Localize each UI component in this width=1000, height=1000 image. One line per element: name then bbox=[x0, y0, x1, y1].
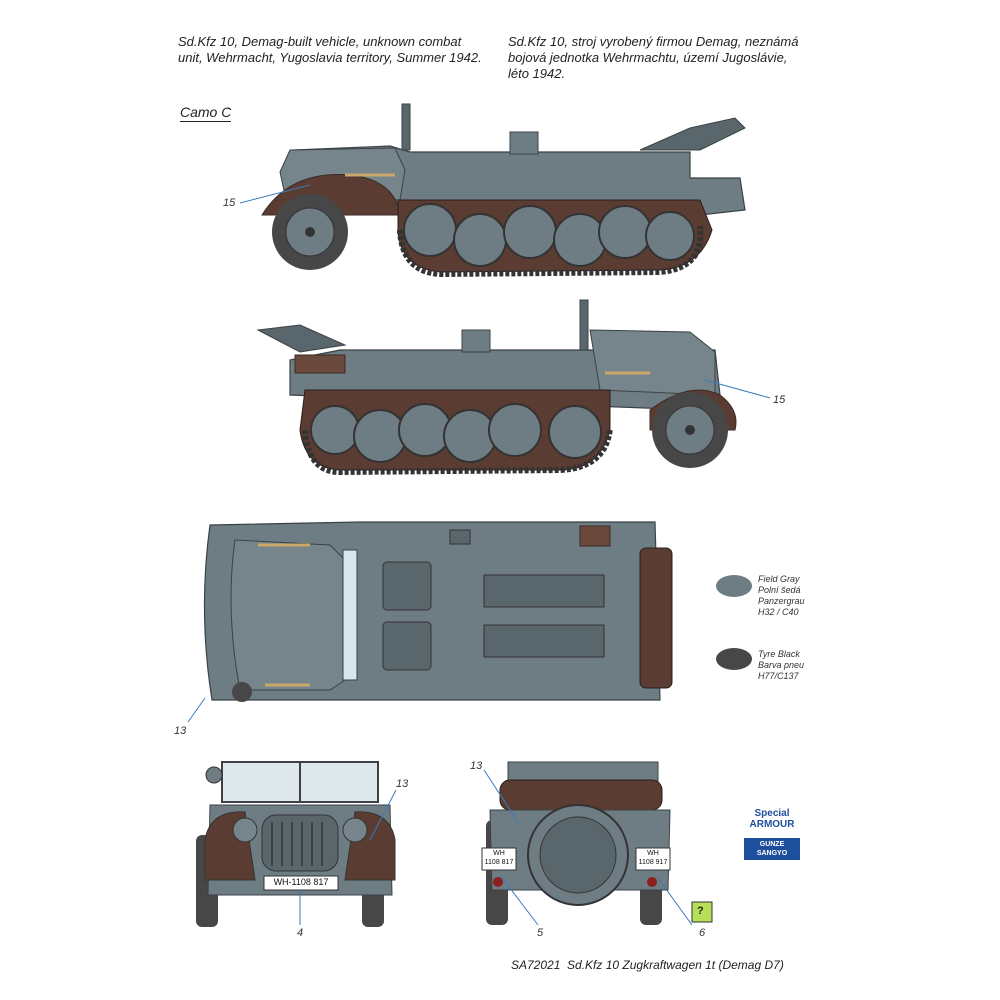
caption-english: Sd.Kfz 10, Demag-built vehicle, unknown … bbox=[178, 34, 482, 65]
gunze-logo: GUNZE SANGYO bbox=[744, 838, 800, 860]
caption-czech: Sd.Kfz 10, stroj vyrobený firmou Demag, … bbox=[508, 34, 799, 81]
side-right-vehicle bbox=[256, 299, 737, 476]
leader-side-left bbox=[239, 184, 311, 204]
callout-rear-5: 5 bbox=[537, 927, 544, 939]
footer-title: SA72021 Sd.Kfz 10 Zugkraftwagen 1t (Dema… bbox=[511, 958, 784, 972]
callout-top: 13 bbox=[174, 725, 187, 737]
special-armour-logo: Special ARMOUR bbox=[749, 808, 795, 830]
rear-plate-left: WH 1108 817 bbox=[484, 850, 514, 866]
legend-text-field-gray: Field Gray Polní šedá Panzergrau H32 / C… bbox=[758, 574, 805, 617]
callout-rear-13: 13 bbox=[470, 760, 483, 772]
callout-side-right: 15 bbox=[773, 394, 786, 406]
rear-plate-right: WH 1108 917 bbox=[638, 850, 668, 866]
callout-rear-6: 6 bbox=[699, 927, 706, 939]
callout-side-left: 15 bbox=[223, 197, 236, 209]
front-vehicle bbox=[196, 761, 396, 927]
leader-side-right bbox=[704, 379, 771, 399]
rear-callout-box: ? bbox=[697, 905, 704, 917]
legend-swatch-tyre-black bbox=[716, 648, 752, 670]
leader-top bbox=[187, 697, 206, 723]
scheme-label: Camo C bbox=[180, 104, 232, 122]
leader-rear-6 bbox=[657, 877, 693, 926]
leader-front-13 bbox=[369, 789, 397, 841]
legend-swatch-field-gray bbox=[716, 575, 752, 597]
leader-rear-13 bbox=[483, 769, 521, 826]
leader-rear-5 bbox=[499, 874, 539, 926]
front-plate: WH-1108 817 bbox=[273, 877, 329, 887]
legend-text-tyre-black: Tyre Black Barva pneu H77/C137 bbox=[758, 649, 805, 681]
callout-front-4: 4 bbox=[297, 927, 304, 939]
side-left-vehicle bbox=[261, 103, 746, 278]
top-vehicle bbox=[203, 521, 673, 702]
rear-vehicle bbox=[481, 761, 713, 925]
callout-front-13: 13 bbox=[396, 778, 409, 790]
